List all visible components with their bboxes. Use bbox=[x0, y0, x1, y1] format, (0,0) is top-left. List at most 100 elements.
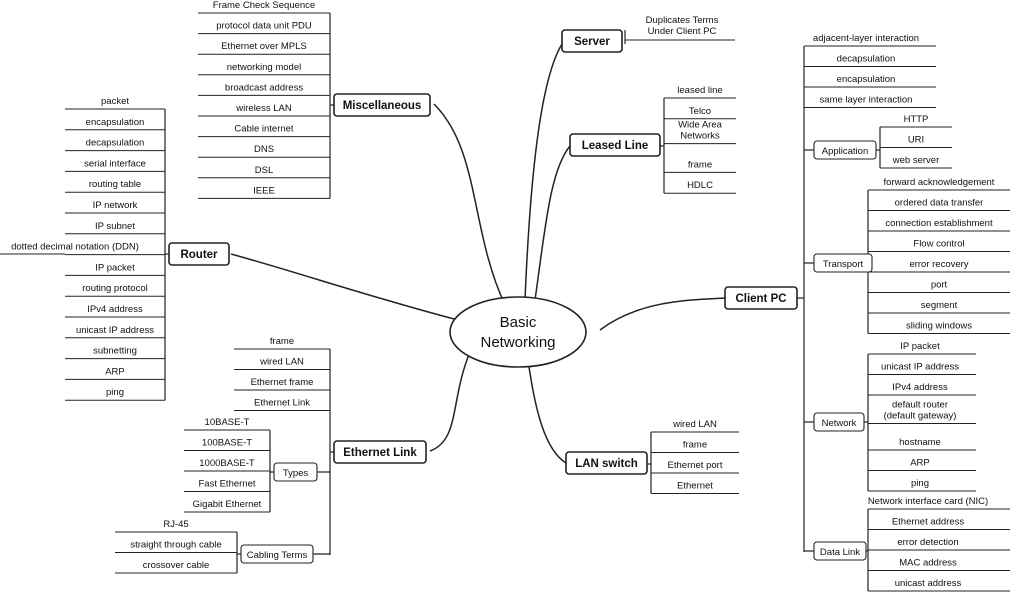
node-protocol-data-unit-pdu: protocol data unit PDU bbox=[216, 21, 312, 32]
node-serial-interface: serial interface bbox=[84, 158, 146, 169]
ethernet-link-label: Ethernet Link bbox=[343, 447, 417, 459]
node-subnetting: subnetting bbox=[93, 346, 137, 357]
node-router: Router bbox=[168, 242, 230, 266]
node-10base-t: 10BASE-T bbox=[205, 417, 250, 428]
node-sliding-windows: sliding windows bbox=[906, 321, 972, 332]
node-cabling-terms: Cabling Terms bbox=[240, 544, 314, 564]
node-hostname: hostname bbox=[899, 437, 941, 448]
node-network: Network bbox=[813, 412, 865, 432]
node-ipv4-address: IPv4 address bbox=[87, 304, 143, 315]
node-leased-line: Leased Line bbox=[569, 133, 661, 157]
node-types: Types bbox=[273, 462, 318, 482]
node-data-link: Data Link bbox=[813, 541, 867, 561]
node-ethernet-port: Ethernet port bbox=[668, 460, 723, 471]
transport-label: Transport bbox=[823, 259, 864, 270]
node-unicast-ip-address: unicast IP address bbox=[881, 362, 959, 373]
node-cable-internet: Cable internet bbox=[234, 124, 294, 135]
node-telco: Telco bbox=[689, 106, 711, 117]
node-networking-model: networking model bbox=[227, 62, 301, 73]
node-ethernet-over-mpls: Ethernet over MPLS bbox=[221, 41, 307, 52]
node-decapsulation: decapsulation bbox=[86, 138, 145, 149]
node-ip-subnet: IP subnet bbox=[95, 221, 135, 232]
node-broadcast-address: broadcast address bbox=[225, 82, 303, 93]
node-crossover-cable: crossover cable bbox=[143, 560, 210, 571]
node-ethernet-link: Ethernet Link bbox=[333, 440, 427, 464]
node-flow-control: Flow control bbox=[913, 239, 964, 250]
cabling-terms-label: Cabling Terms bbox=[247, 550, 308, 561]
node-client-pc: Client PC bbox=[724, 286, 798, 310]
node-unicast-ip-address: unicast IP address bbox=[76, 325, 154, 336]
node-error-recovery: error recovery bbox=[909, 259, 968, 270]
router-label: Router bbox=[180, 249, 218, 261]
node-ethernet: Ethernet bbox=[677, 481, 713, 492]
node-port: port bbox=[931, 280, 948, 291]
node-default-router-default-gateway: default router(default gateway) bbox=[884, 400, 957, 422]
node-uri: URI bbox=[908, 135, 924, 146]
node-ip-packet: IP packet bbox=[95, 262, 135, 273]
node-ip-packet: IP packet bbox=[900, 341, 940, 352]
node-leased-line: leased line bbox=[677, 85, 722, 96]
node-100base-t: 100BASE-T bbox=[202, 438, 252, 449]
node-connection-establishment: connection establishment bbox=[885, 218, 993, 229]
miscellaneous-label: Miscellaneous bbox=[343, 100, 422, 112]
node-frame: frame bbox=[270, 336, 294, 347]
node-gigabit-ethernet: Gigabit Ethernet bbox=[193, 499, 262, 510]
node-dns: DNS bbox=[254, 144, 274, 155]
node-ip-network: IP network bbox=[93, 200, 138, 211]
node-web-server: web server bbox=[892, 155, 939, 166]
node-network-interface-card-nic: Network interface card (NIC) bbox=[868, 496, 988, 507]
node-decapsulation: decapsulation bbox=[837, 54, 896, 65]
node-adjacent-layer-interaction: adjacent-layer interaction bbox=[813, 33, 919, 44]
node-wireless-lan: wireless LAN bbox=[235, 103, 292, 114]
leased-line-label: Leased Line bbox=[582, 140, 648, 152]
node-segment: segment bbox=[921, 300, 958, 311]
node-same-layer-interaction: same layer interaction bbox=[820, 95, 913, 106]
node-routing-table: routing table bbox=[89, 179, 141, 190]
node-ethernet-frame: Ethernet frame bbox=[251, 377, 314, 388]
node-forward-acknowledgement: forward acknowledgement bbox=[884, 177, 995, 188]
data-link-label: Data Link bbox=[820, 547, 860, 558]
node-ping: ping bbox=[911, 478, 929, 489]
node-server: Server bbox=[561, 29, 623, 53]
lan-switch-label: LAN switch bbox=[575, 458, 638, 470]
node-wired-lan: wired LAN bbox=[672, 419, 717, 430]
node-straight-through-cable: straight through cable bbox=[130, 540, 221, 551]
node-lan-switch: LAN switch bbox=[565, 451, 648, 475]
application-label: Application bbox=[822, 146, 868, 157]
client-pc-label: Client PC bbox=[735, 293, 786, 305]
node-fast-ethernet: Fast Ethernet bbox=[198, 479, 255, 490]
node-error-detection: error detection bbox=[897, 537, 958, 548]
node-http: HTTP bbox=[904, 114, 929, 125]
node-ieee: IEEE bbox=[253, 185, 275, 196]
node-mac-address: MAC address bbox=[899, 558, 957, 569]
node-1000base-t: 1000BASE-T bbox=[199, 458, 255, 469]
node-ping: ping bbox=[106, 387, 124, 398]
node-frame: frame bbox=[683, 440, 707, 451]
node-packet: packet bbox=[101, 96, 129, 107]
types-label: Types bbox=[283, 468, 309, 479]
connector-lines bbox=[0, 12, 1010, 592]
node-arp: ARP bbox=[105, 366, 125, 377]
node-application: Application bbox=[813, 140, 877, 160]
node-unicast-address: unicast address bbox=[895, 578, 962, 589]
node-dotted-decimal-notation-ddn: dotted decimal notation (DDN) bbox=[11, 242, 139, 253]
node-rj-45: RJ-45 bbox=[163, 519, 188, 530]
node-frame-check-sequence: Frame Check Sequence bbox=[213, 0, 315, 11]
node-ethernet-address: Ethernet address bbox=[892, 517, 965, 528]
node-encapsulation: encapsulation bbox=[86, 117, 145, 128]
node-frame: frame bbox=[688, 159, 712, 170]
node-ethernet-link: Ethernet Link bbox=[254, 398, 310, 409]
node-transport: Transport bbox=[813, 253, 873, 273]
node-arp: ARP bbox=[910, 458, 930, 469]
node-routing-protocol: routing protocol bbox=[82, 283, 147, 294]
node-wired-lan: wired LAN bbox=[259, 357, 304, 368]
node-hdlc: HDLC bbox=[687, 180, 713, 191]
node-ordered-data-transfer: ordered data transfer bbox=[895, 198, 984, 209]
node-miscellaneous: Miscellaneous bbox=[333, 93, 431, 117]
node-ipv4-address: IPv4 address bbox=[892, 382, 948, 393]
